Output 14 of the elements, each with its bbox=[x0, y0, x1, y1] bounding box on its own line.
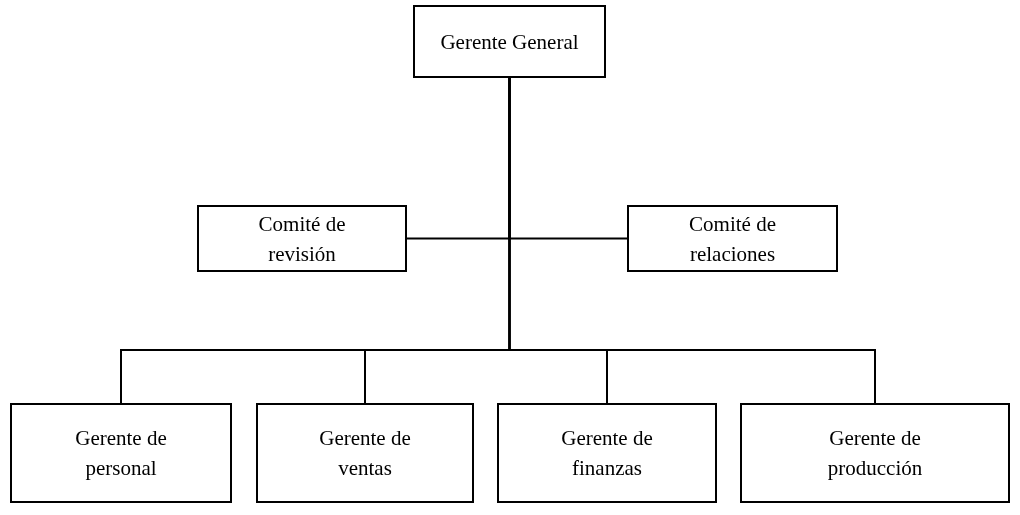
org-box bbox=[197, 205, 407, 272]
box-label: Gerente de producción bbox=[826, 425, 924, 482]
box-label: Gerente General bbox=[440, 28, 579, 56]
org-box bbox=[10, 403, 232, 503]
box-label: Comité de relaciones bbox=[688, 210, 777, 268]
org-box bbox=[740, 403, 1010, 503]
org-box bbox=[497, 403, 717, 503]
org-box bbox=[627, 205, 838, 272]
box-label: Comité de revisión bbox=[257, 210, 347, 268]
box-label: Gerente de ventas bbox=[318, 425, 412, 482]
box-label: Gerente de personal bbox=[74, 425, 168, 482]
box-label: Gerente de finanzas bbox=[560, 425, 654, 482]
org-box bbox=[413, 5, 606, 78]
org-box bbox=[256, 403, 474, 503]
